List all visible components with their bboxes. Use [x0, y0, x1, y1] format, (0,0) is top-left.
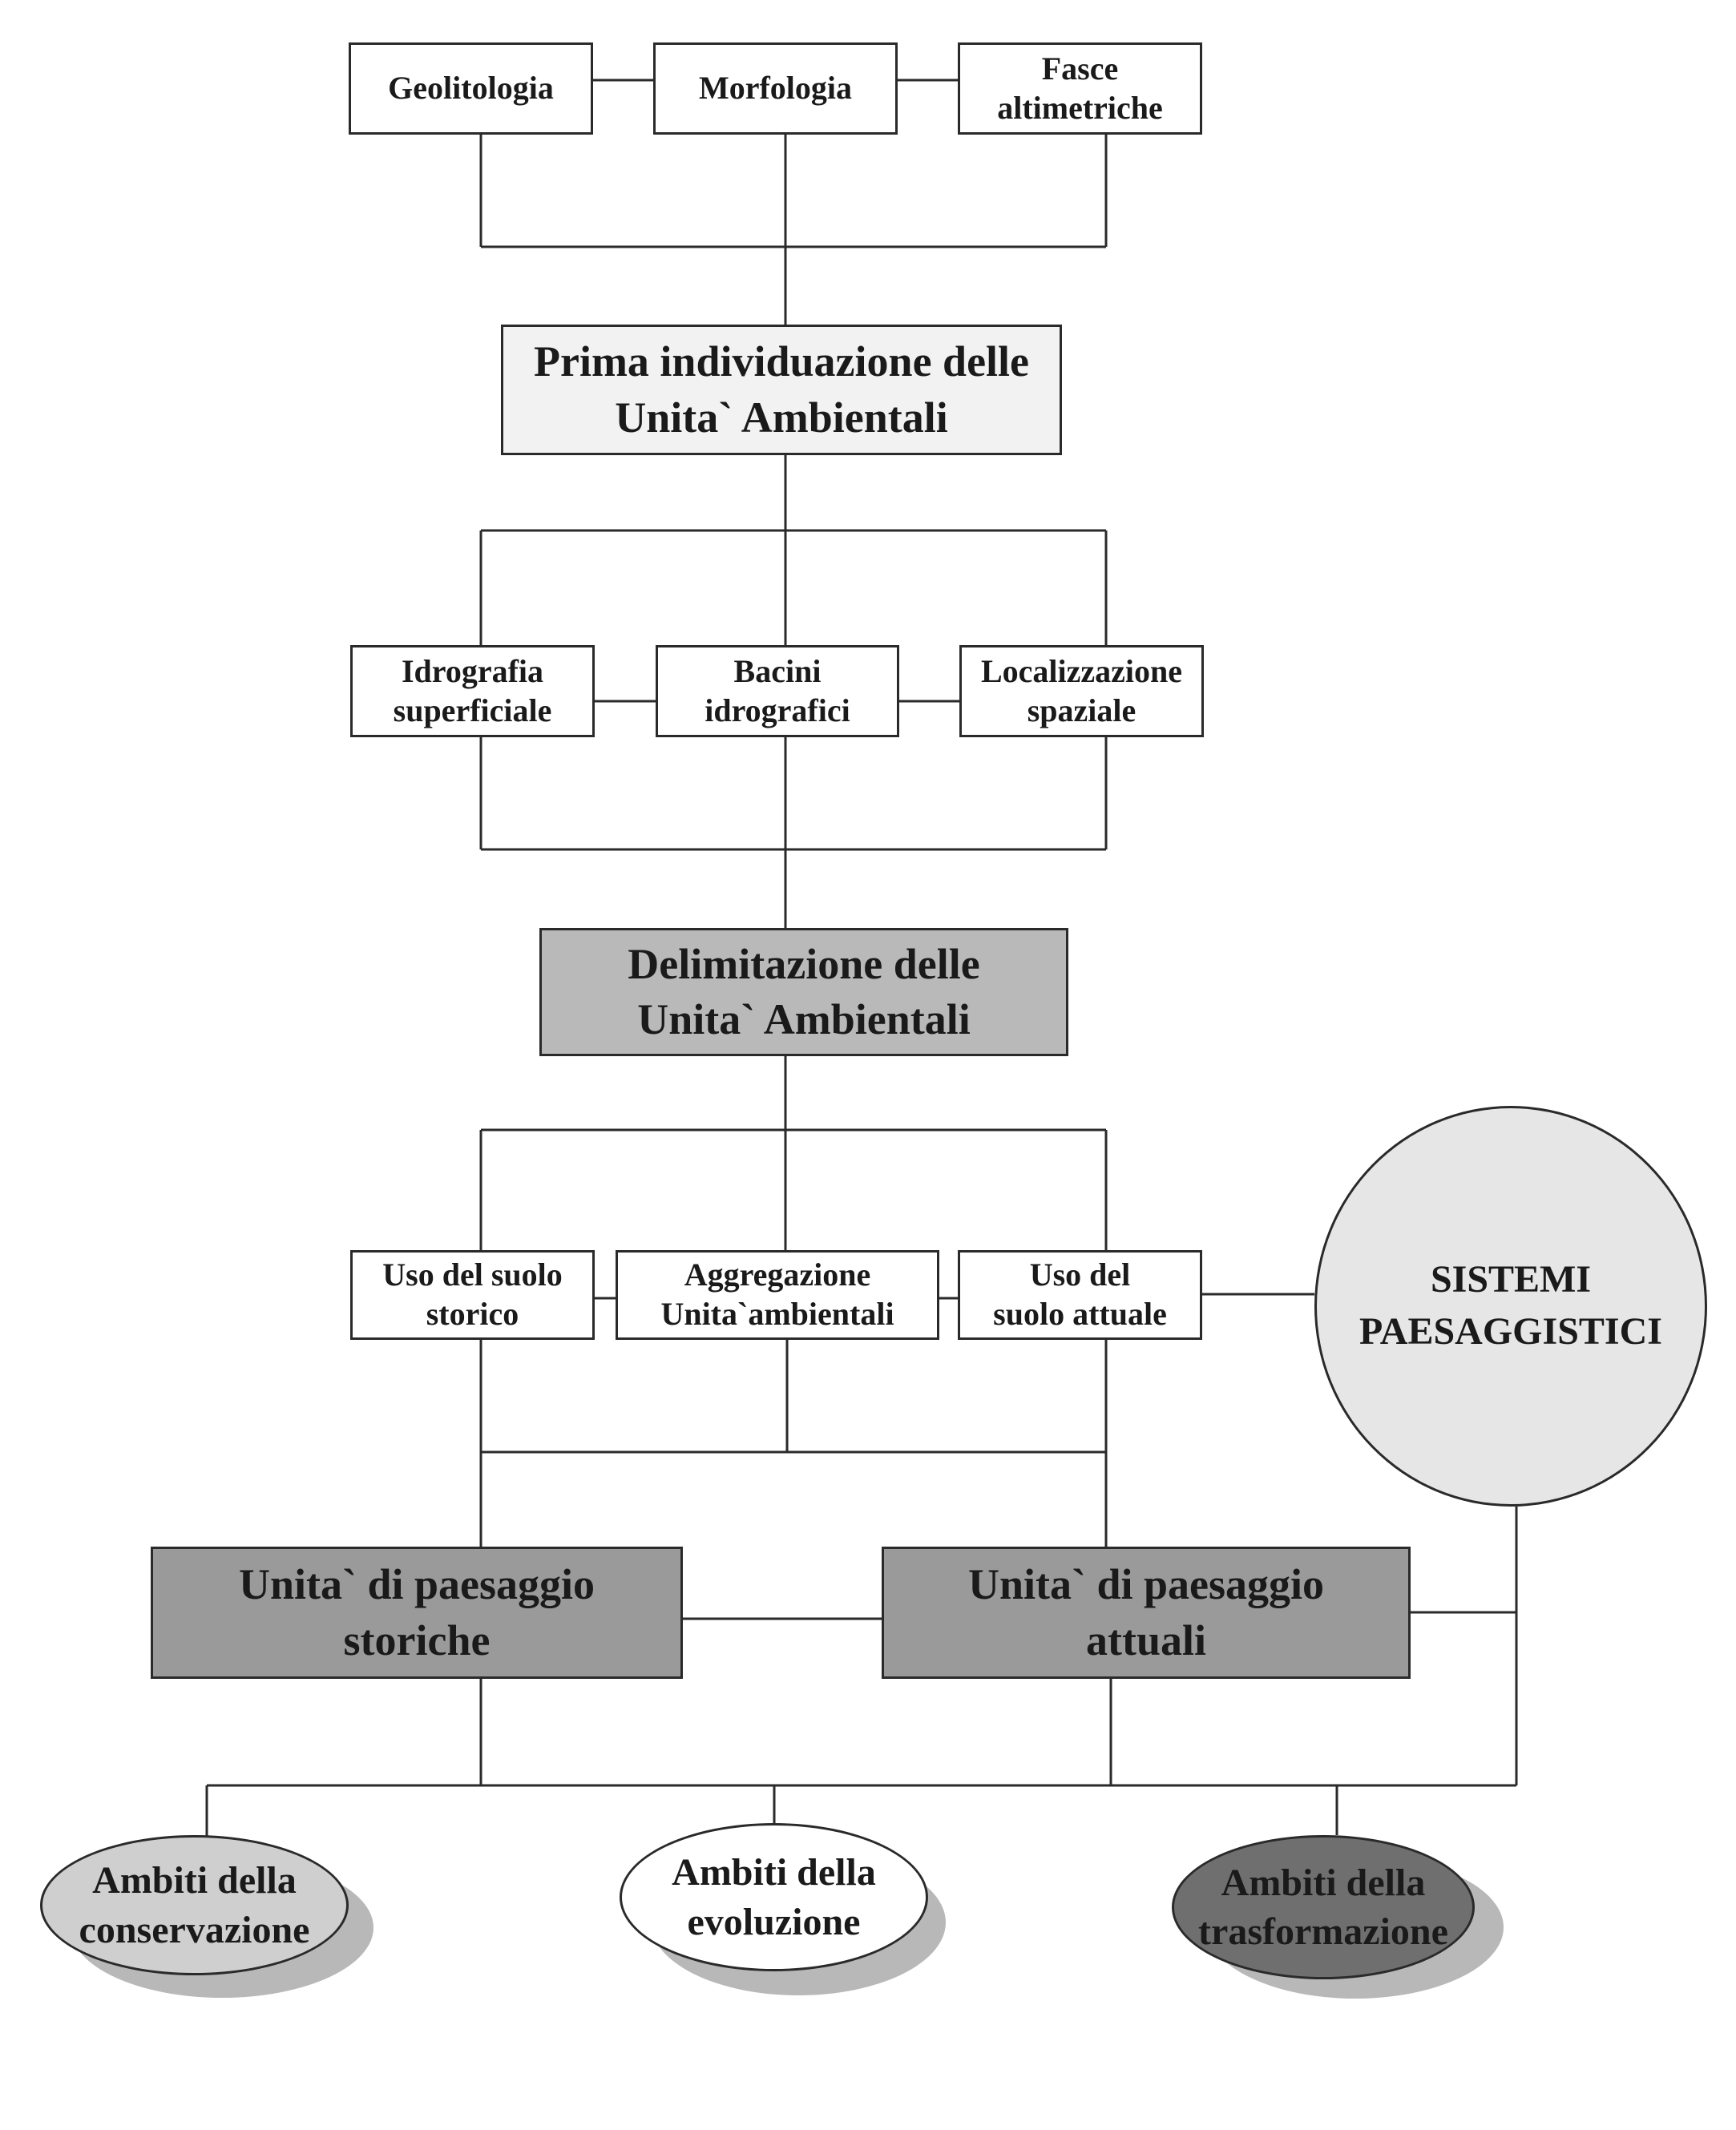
- unita-attuali-label-line1: Unita` di paesaggio: [967, 1560, 1325, 1609]
- ambiti-conservazione-ellipse: Ambiti della conservazione: [40, 1835, 349, 1975]
- sistemi-label-line2: PAESAGGISTICI: [1359, 1310, 1662, 1353]
- delimitazione-label-line2: Unita` Ambientali: [637, 995, 971, 1043]
- idrografia-label-line2: superficiale: [393, 692, 552, 728]
- prima-label-line1: Prima individuazione delle: [533, 337, 1030, 386]
- unita-attuali-label-line2: attuali: [1085, 1616, 1206, 1664]
- uso-attuale-label-line2: suolo attuale: [993, 1296, 1167, 1332]
- idrografia-label-line1: Idrografia: [401, 652, 544, 689]
- localizzazione-label-line2: spaziale: [1027, 692, 1136, 728]
- bacini-label-line1: Bacini: [733, 652, 822, 689]
- aggregazione-label-line1: Aggregazione: [684, 1257, 871, 1293]
- prima-individuazione-box: Prima individuazione delle Unita` Ambien…: [501, 325, 1062, 455]
- idrografia-superficiale-box: Idrografia superficiale: [350, 645, 595, 737]
- ambiti-evoluzione-ellipse: Ambiti della evoluzione: [620, 1823, 928, 1971]
- prima-label-line2: Unita` Ambientali: [615, 393, 948, 442]
- geolitologia-label: Geolitologia: [388, 70, 554, 107]
- uso-storico-label-line1: Uso del suolo: [382, 1257, 563, 1293]
- conservazione-label-line1: Ambiti della: [92, 1859, 297, 1902]
- localizzazione-spaziale-box: Localizzazione spaziale: [959, 645, 1204, 737]
- uso-attuale-label-line1: Uso del: [1029, 1257, 1131, 1293]
- geolitologia-box: Geolitologia: [349, 42, 593, 135]
- uso-suolo-attuale-box: Uso del suolo attuale: [958, 1250, 1202, 1340]
- morfologia-label: Morfologia: [698, 70, 853, 107]
- fasce-label-line1: Fasce: [1041, 50, 1119, 87]
- localizzazione-label-line1: Localizzazione: [980, 652, 1183, 689]
- uso-storico-label-line2: storico: [426, 1296, 519, 1332]
- aggregazione-box: Aggregazione Unita`ambientali: [616, 1250, 939, 1340]
- ambiti-trasformazione-ellipse: Ambiti della trasformazione: [1172, 1835, 1475, 1979]
- uso-suolo-storico-box: Uso del suolo storico: [350, 1250, 595, 1340]
- evoluzione-label-line1: Ambiti della: [672, 1851, 876, 1894]
- delimitazione-box: Delimitazione delle Unita` Ambientali: [539, 928, 1068, 1056]
- evoluzione-label-line2: evoluzione: [687, 1900, 861, 1943]
- conservazione-label-line2: conservazione: [79, 1908, 310, 1951]
- unita-paesaggio-storiche-box: Unita` di paesaggio storiche: [151, 1547, 683, 1679]
- aggregazione-label-line2: Unita`ambientali: [660, 1296, 894, 1332]
- unita-paesaggio-attuali-box: Unita` di paesaggio attuali: [882, 1547, 1411, 1679]
- trasformazione-label-line2: trasformazione: [1198, 1910, 1448, 1953]
- unita-storiche-label-line1: Unita` di paesaggio: [238, 1560, 595, 1609]
- trasformazione-label-line1: Ambiti della: [1221, 1861, 1426, 1904]
- delimitazione-label-line1: Delimitazione delle: [628, 939, 980, 988]
- sistemi-label-line1: SISTEMI: [1430, 1258, 1592, 1301]
- unita-storiche-label-line2: storiche: [343, 1616, 491, 1664]
- bacini-idrografici-box: Bacini idrografici: [656, 645, 899, 737]
- sistemi-paesaggistici-circle: SISTEMI PAESAGGISTICI: [1314, 1106, 1707, 1507]
- fasce-label-line2: altimetriche: [997, 89, 1163, 126]
- fasce-altimetriche-box: Fasce altimetriche: [958, 42, 1202, 135]
- bacini-label-line2: idrografici: [704, 692, 850, 728]
- morfologia-box: Morfologia: [653, 42, 898, 135]
